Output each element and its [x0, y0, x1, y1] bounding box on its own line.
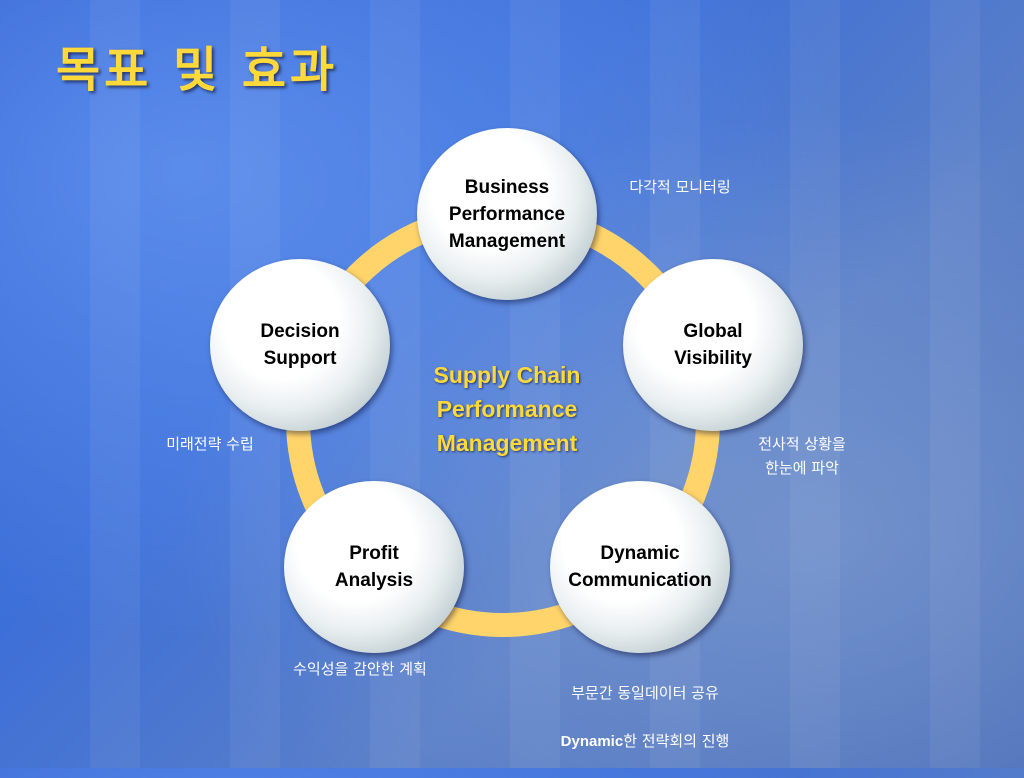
node-label: Dynamic Communication [568, 543, 712, 591]
node-business-performance-management: Business Performance Management [417, 128, 597, 300]
node-global-visibility: Global Visibility [623, 259, 803, 431]
caption-global-visibility: 전사적 상황을 한눈에 파악 [758, 435, 846, 477]
node-profit-analysis: Profit Analysis [284, 481, 464, 653]
slide-title: 목표 및 효과 [56, 42, 339, 98]
center-label: Supply Chain Performance Management [433, 362, 581, 456]
node-decision-support: Decision Support [210, 259, 390, 431]
node-label: Global Visibility [674, 321, 752, 369]
caption-dynamic-communication: 부문간 동일데이터 공유 Dynamic한 전략회의 진행 [505, 657, 785, 778]
caption-bold-word: Dynamic [560, 733, 624, 750]
caption-profit-analysis: 수익성을 감안한 계획 [293, 660, 427, 678]
caption-rest: 한 전략회의 진행 [623, 732, 730, 750]
node-label: Decision Support [260, 321, 340, 369]
caption-line: Dynamic한 전략회의 진행 [505, 729, 785, 754]
node-label: Business Performance Management [448, 176, 566, 252]
node-dynamic-communication: Dynamic Communication [550, 481, 730, 653]
caption-line: 부문간 동일데이터 공유 [571, 684, 719, 702]
node-label: Profit Analysis [334, 543, 414, 591]
caption-business-performance: 다각적 모니터링 [629, 178, 731, 196]
caption-decision-support: 미래전략 수립 [166, 435, 254, 453]
